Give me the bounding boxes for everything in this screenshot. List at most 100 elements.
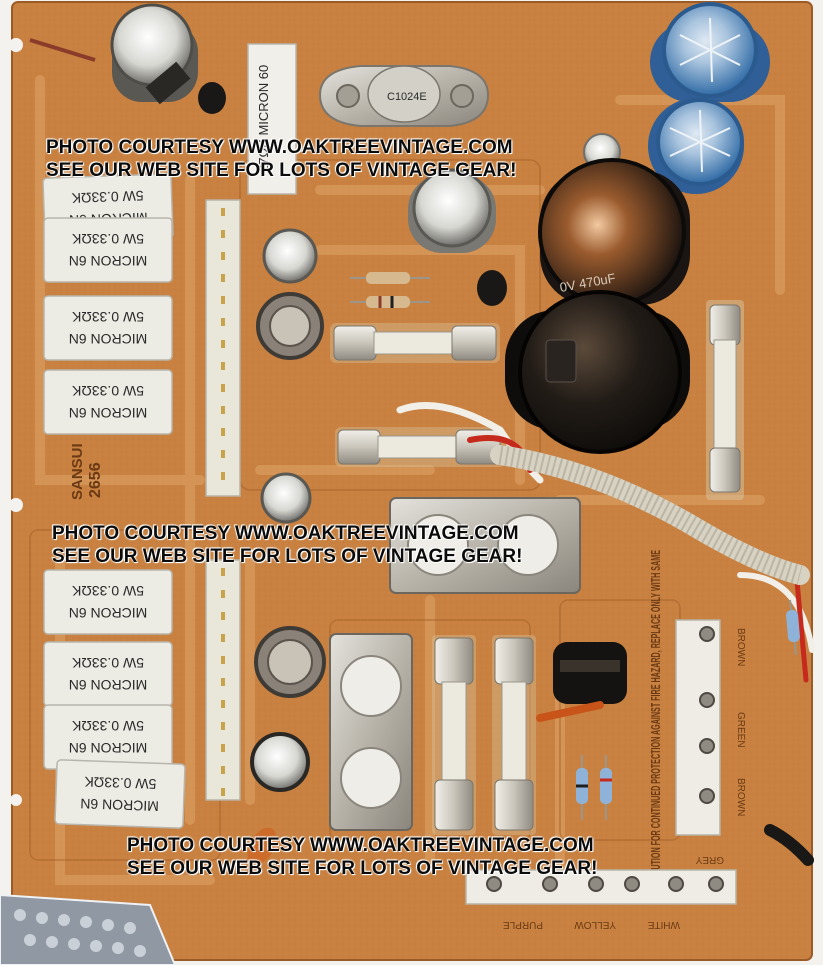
fuse-horizontal-2 — [335, 427, 505, 467]
wire-label-purple: PURPLE — [503, 919, 543, 930]
resistor-label-line1: 5W 0.33ΩK — [71, 231, 144, 247]
header-pin — [221, 700, 225, 708]
black-cable-right — [764, 824, 814, 866]
wire-label-white: WHITE — [647, 919, 680, 930]
toroid-capacitor-2 — [254, 626, 326, 698]
brand-label: SANSUI — [69, 443, 86, 500]
terminal-strip-right — [675, 619, 721, 836]
fuse-vertical-1 — [432, 635, 476, 835]
terminal-post — [588, 876, 604, 892]
terminal-post — [668, 876, 684, 892]
terminal-post — [699, 738, 715, 754]
small-resistors-bottom — [576, 599, 800, 820]
terminal-post — [699, 692, 715, 708]
header-pin — [221, 722, 225, 730]
resistor-label-line2: MICRON 6N — [69, 331, 148, 347]
header-pin — [221, 428, 225, 436]
small-transistor-center — [477, 270, 507, 306]
resistor-label-line2: MICRON 6N — [69, 253, 148, 269]
watermark-3: PHOTO COURTESY WWW.OAKTREEVINTAGE.COM SE… — [127, 834, 597, 880]
top-power-resistor: 27ΩK MICRON 60 — [247, 43, 297, 195]
resistor-label-line1: 5W 0.33ΩK — [71, 583, 144, 599]
power-resistor: 5W 0.33ΩK MICRON 6N — [43, 369, 173, 435]
header-pin — [221, 744, 225, 752]
watermark-3-line1: PHOTO COURTESY WWW.OAKTREEVINTAGE.COM — [127, 835, 594, 856]
header-pin — [221, 634, 225, 642]
header-pin — [221, 318, 225, 326]
silver-capacitor-center — [408, 168, 496, 253]
fuse-right-vertical — [706, 300, 744, 500]
header-pin — [221, 788, 225, 796]
power-resistor: 5W 0.33ΩK MICRON 6N — [43, 295, 173, 361]
wire-label-green: GREEN — [735, 712, 746, 748]
wire-label-grey: GREY — [695, 854, 724, 865]
header-pin — [221, 612, 225, 620]
header-pin — [221, 340, 225, 348]
power-resistor: 5W 0.33ΩK MICRON 6N — [43, 569, 173, 635]
fuse-horizontal-1 — [330, 323, 500, 363]
silver-capacitor-small-3 — [250, 732, 310, 792]
silver-capacitor-small-1 — [262, 228, 318, 284]
header-pin — [221, 208, 225, 216]
header-pin — [221, 450, 225, 458]
fuse-vertical-2 — [492, 635, 536, 835]
resistor-label-line1: 5W 0.33ΩK — [71, 383, 144, 399]
resistor-label-line2: MICRON 6N — [69, 740, 148, 756]
terminal-post — [624, 876, 640, 892]
wire-label-yellow: YELLOW — [574, 919, 616, 930]
header-pin — [221, 678, 225, 686]
terminal-posts — [486, 626, 724, 892]
header-pin — [221, 472, 225, 480]
bubble-wrap — [0, 893, 177, 965]
resistor-label-line2: MICRON 6N — [69, 605, 148, 621]
resistor-label-line1: 5W 0.33ΩK — [84, 774, 157, 793]
header-pin — [221, 296, 225, 304]
silver-capacitor-top-left — [110, 3, 198, 105]
toroid-capacitor-1 — [256, 292, 324, 360]
header-pin — [221, 274, 225, 282]
terminal-post — [542, 876, 558, 892]
resistor-label-line1: 5W 0.33ΩK — [71, 188, 144, 207]
resistor-label-line2: MICRON 6N — [69, 677, 148, 693]
watermark-1-line2: SEE OUR WEB SITE FOR LOTS OF VINTAGE GEA… — [46, 160, 517, 181]
terminal-post — [699, 626, 715, 642]
resistor-label-line2: MICRON 6N — [69, 405, 148, 421]
watermark-2: PHOTO COURTESY WWW.OAKTREEVINTAGE.COM SE… — [52, 522, 522, 568]
header-pins — [221, 208, 225, 796]
terminal-post — [708, 876, 724, 892]
braided-cable — [490, 445, 810, 585]
wire-color-labels: PURPLE YELLOW WHITE GREY BROWN GREEN BRO… — [503, 628, 746, 930]
terminal-post — [699, 788, 715, 804]
watermark-2-line2: SEE OUR WEB SITE FOR LOTS OF VINTAGE GEA… — [52, 546, 523, 567]
resistor-label-line1: 5W 0.33ΩK — [71, 718, 144, 734]
electrolytic-capacitor-black — [505, 290, 690, 454]
to3-power-transistor: C1024E — [318, 65, 490, 127]
header-pin — [221, 568, 225, 576]
header-pin — [221, 656, 225, 664]
part-number-label: 2656 — [87, 462, 104, 498]
watermark-1-line1: PHOTO COURTESY WWW.OAKTREEVINTAGE.COM — [46, 137, 513, 158]
transistor-text: C1024E — [387, 91, 427, 103]
wire-label-brown-2: BROWN — [735, 778, 746, 816]
resistor-label-line1: 5W 0.33ΩK — [71, 309, 144, 325]
electrolytic-capacitor-470uf: 0V 470uF — [538, 158, 690, 306]
header-pin — [221, 406, 225, 414]
power-resistor: 5W 0.33ΩK MICRON 6N — [43, 704, 173, 770]
power-resistor: 5W 0.33ΩK MICRON 6N — [54, 759, 186, 829]
header-pin — [221, 590, 225, 598]
header-pin — [221, 384, 225, 392]
header-pin — [221, 362, 225, 370]
small-axial-resistors — [350, 272, 430, 308]
terminal-post — [486, 876, 502, 892]
header-pin — [221, 252, 225, 260]
blue-capacitor-middle — [648, 98, 744, 194]
heatsink-bracket-upper — [389, 497, 581, 594]
orange-film-capacitor — [247, 827, 277, 865]
black-inductor — [536, 642, 627, 722]
header-pin — [221, 230, 225, 238]
header-pin — [221, 766, 225, 774]
caution-label: CAUTION FOR CONTINUED PROTECTION AGAINST… — [648, 550, 663, 880]
resistor-label-line2: MICRON 6N — [80, 796, 159, 815]
